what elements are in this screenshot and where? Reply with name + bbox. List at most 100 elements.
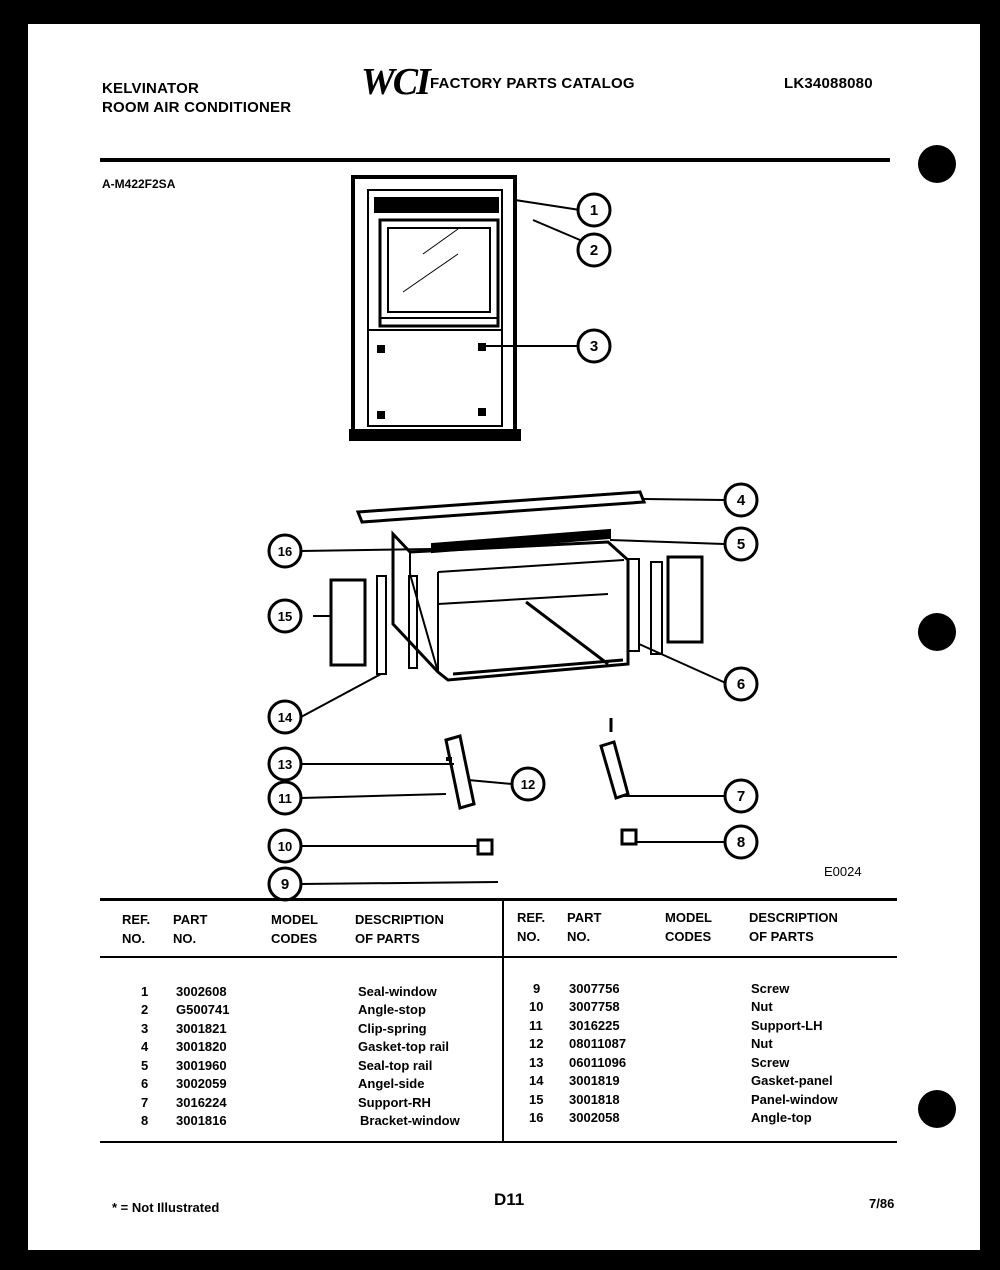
callout-1: 1: [590, 202, 598, 219]
part-description: Nut: [751, 999, 773, 1014]
table-row: 7 3016224 Support-RH: [28, 1095, 504, 1113]
callout-12: 12: [521, 777, 535, 792]
callout-10: 10: [278, 839, 292, 854]
part-no: 3002059: [176, 1076, 227, 1091]
callout-2: 2: [590, 242, 598, 259]
part-no: 06011096: [569, 1055, 627, 1070]
ref-no: 5: [141, 1058, 149, 1073]
part-description: Support-RH: [358, 1095, 431, 1110]
part-no: 3001821: [176, 1021, 227, 1036]
col-ref-header-2: NO.: [122, 931, 146, 946]
part-description: Screw: [751, 981, 790, 996]
col-desc-header-2-right: OF PARTS: [749, 929, 814, 944]
table-bottom-rule: [100, 1141, 897, 1143]
table-row: 10 3007758 Nut: [28, 999, 980, 1017]
col-part-header-2-right: NO.: [567, 929, 591, 944]
part-description: Bracket-window: [360, 1113, 460, 1128]
col-part-header-2: NO.: [173, 931, 197, 946]
col-desc-header-2: OF PARTS: [355, 931, 420, 946]
ref-no: 3: [141, 1021, 149, 1036]
part-description: Clip-spring: [358, 1021, 427, 1036]
part-no: 3001816: [176, 1113, 227, 1128]
callout-3: 3: [590, 338, 598, 355]
callout-15: 15: [278, 609, 292, 624]
col-part-header-1: PART: [173, 912, 208, 927]
part-no: 3007756: [569, 981, 620, 996]
callout-13: 13: [278, 757, 292, 772]
part-no: 3001820: [176, 1039, 227, 1054]
not-illustrated-note: * = Not Illustrated: [112, 1200, 220, 1215]
part-no: 3001819: [569, 1073, 620, 1088]
ref-no: 15: [529, 1092, 544, 1107]
table-row: 4 3001820 Gasket-top rail: [28, 1039, 504, 1057]
col-model-header-1-right: MODEL: [665, 910, 712, 925]
part-description: Nut: [751, 1036, 773, 1051]
binder-hole-top: [918, 145, 956, 183]
part-no: 3002058: [569, 1110, 620, 1125]
ref-no: 10: [529, 999, 544, 1014]
ref-no: 12: [529, 1036, 544, 1051]
ref-no: 4: [141, 1039, 149, 1054]
binder-hole-middle: [918, 613, 956, 651]
table-header-rule: [100, 956, 897, 958]
callout-11: 11: [278, 791, 292, 806]
table-row: 2 G500741 Angle-stop: [28, 1002, 504, 1020]
revision-date: 7/86: [869, 1196, 895, 1211]
ref-no: 6: [141, 1076, 149, 1091]
part-description: Seal-top rail: [358, 1058, 433, 1073]
callout-14: 14: [278, 710, 293, 725]
ref-no: 16: [529, 1110, 544, 1125]
part-no: 3001818: [569, 1092, 620, 1107]
ref-no: 11: [529, 1018, 543, 1033]
part-description: Support-LH: [751, 1018, 823, 1033]
parts-diagram: 1 2 3 4 5 6 7 8 9 10 11 12 13 14 15 16: [267, 175, 759, 902]
table-divider: [502, 901, 504, 1141]
part-description: Seal-window: [358, 984, 437, 999]
col-desc-header-1-right: DESCRIPTION: [749, 910, 838, 925]
part-description: Screw: [751, 1055, 790, 1070]
part-no: 3016225: [569, 1018, 620, 1033]
col-ref-header-1: REF.: [122, 912, 151, 927]
table-row: 12 08011087 Nut: [28, 1036, 980, 1054]
table-row: 8 3001816 Bracket-window: [28, 1113, 504, 1131]
col-ref-header-1-right: REF.: [517, 910, 546, 925]
table-row: 6 3002059 Angel-side: [28, 1076, 504, 1094]
table-row: 5 3001960 Seal-top rail: [28, 1058, 504, 1076]
part-description: Gasket-panel: [751, 1073, 833, 1088]
callout-circles: [267, 192, 759, 902]
table-row: 14 3001819 Gasket-panel: [28, 1073, 980, 1091]
drawing-code: E0024: [824, 864, 862, 879]
callout-8: 8: [737, 834, 745, 851]
callout-6: 6: [737, 676, 745, 693]
page-number: D11: [494, 1190, 525, 1209]
product-name: ROOM AIR CONDITIONER: [102, 99, 292, 116]
callout-9: 9: [281, 876, 289, 893]
wci-logo: WCI: [361, 61, 431, 103]
part-no: 3001960: [176, 1058, 227, 1073]
callout-5: 5: [737, 536, 745, 553]
ref-no: 14: [529, 1073, 544, 1088]
part-description: Angel-side: [358, 1076, 425, 1091]
parts-list-right: 9 3007756 Screw 10 3007758 Nut 11 301622…: [28, 981, 980, 1131]
parts-list-left: 1 3002608 Seal-window 2 G500741 Angle-st…: [28, 984, 504, 1134]
table-row: 16 3002058 Angle-top: [28, 1110, 980, 1128]
part-no: 3016224: [176, 1095, 227, 1110]
table-header-left: REF. NO. PART NO. MODEL CODES DESCRIPTIO…: [28, 910, 980, 952]
col-desc-header-1: DESCRIPTION: [355, 912, 444, 927]
part-no: 08011087: [569, 1036, 627, 1051]
brand-name: KELVINATOR: [102, 80, 200, 97]
part-no: 3007758: [569, 999, 620, 1014]
table-row: 1 3002608 Seal-window: [28, 984, 504, 1002]
ref-no: 8: [141, 1113, 149, 1128]
col-model-header-2: CODES: [271, 931, 318, 946]
ref-no: 9: [533, 981, 541, 996]
part-description: Panel-window: [751, 1092, 838, 1107]
header-rule: [100, 158, 890, 162]
table-row: 3 3001821 Clip-spring: [28, 1021, 504, 1039]
ref-no: 2: [141, 1002, 149, 1017]
table-top-rule: [100, 898, 897, 901]
col-part-header-1-right: PART: [567, 910, 602, 925]
catalog-number: LK34088080: [784, 75, 873, 92]
col-model-header-2-right: CODES: [665, 929, 712, 944]
col-ref-header-2-right: NO.: [517, 929, 541, 944]
